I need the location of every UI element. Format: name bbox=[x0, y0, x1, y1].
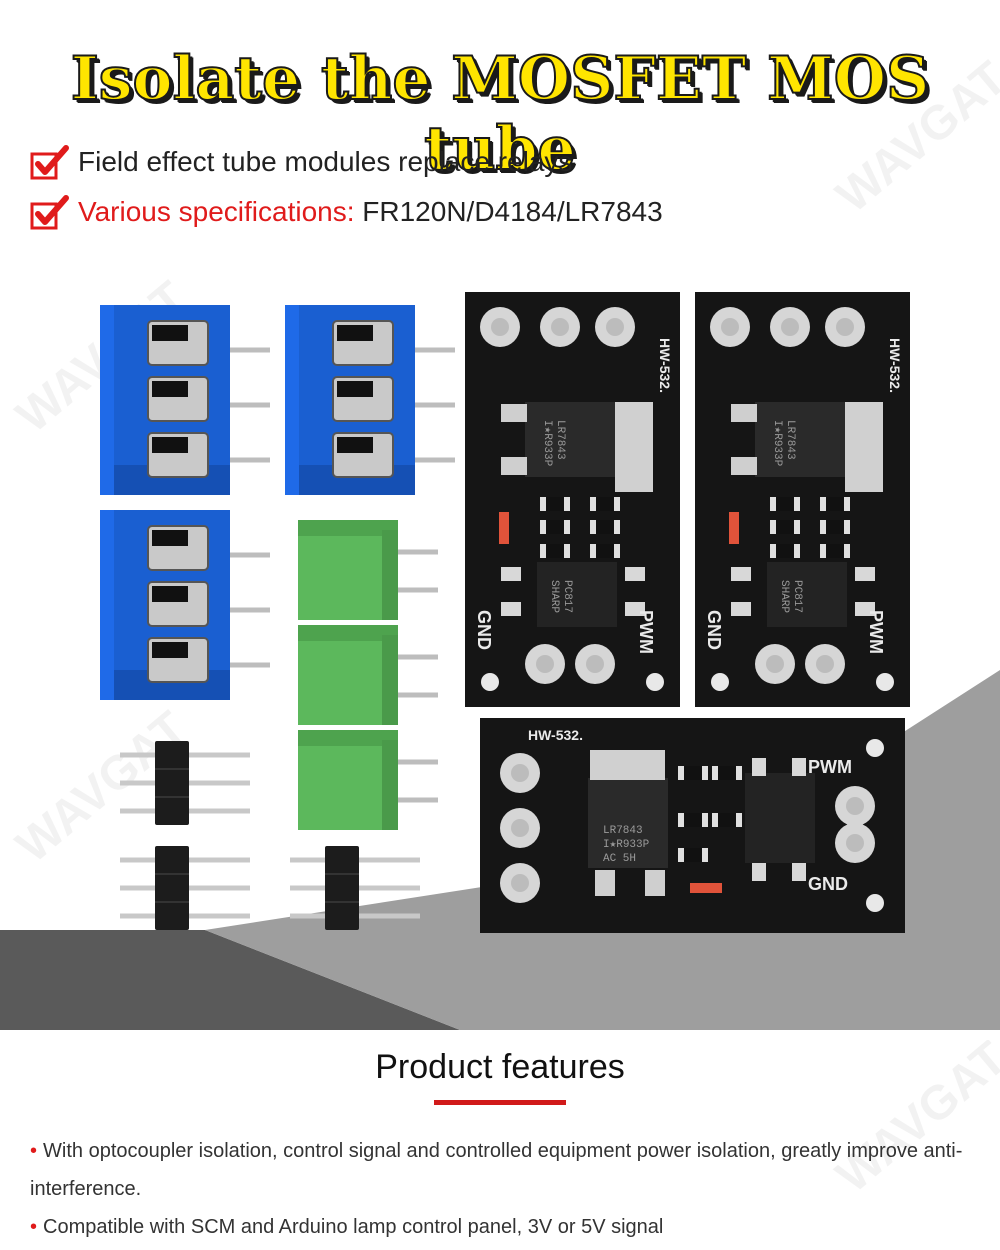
board-2-opto-label: PC817 bbox=[791, 580, 803, 613]
board-3-model: HW-532. bbox=[528, 727, 583, 743]
bullet-icon: • bbox=[30, 1216, 38, 1238]
board-3-gnd-label: GND bbox=[808, 874, 848, 894]
board-1-chip-label: LR7843 bbox=[554, 420, 566, 460]
board-1-opto-label: PC817 bbox=[561, 580, 573, 613]
page-title: Isolate the MOSFET MOS tube bbox=[70, 43, 931, 185]
board-1-model: HW-532. bbox=[657, 338, 673, 393]
feature-line-2: Various specifications: FR120N/D4184/LR7… bbox=[30, 192, 663, 232]
feature-item-1-text: With optocoupler isolation, control sign… bbox=[30, 1140, 963, 1200]
board-1-pwm-label: PWM bbox=[636, 610, 656, 654]
feature-line-1-text: Field effect tube modules replace relays bbox=[78, 146, 573, 177]
board-2-pwm-label: PWM bbox=[866, 610, 886, 654]
board-3-chip-code: I★R933P bbox=[603, 839, 650, 851]
product-photo: HW-532. HW-532. HW-532. GND PWM GND PWM … bbox=[0, 292, 910, 933]
board-3-pwm-label: PWM bbox=[808, 757, 852, 777]
features-divider bbox=[434, 1100, 566, 1105]
checkmark-icon bbox=[30, 195, 69, 230]
feature-item-1: •With optocoupler isolation, control sig… bbox=[30, 1132, 975, 1208]
board-2-model: HW-532. bbox=[887, 338, 903, 393]
board-2-opto-brand: SHARP bbox=[778, 580, 790, 613]
board-3-chip-sub: AC 5H bbox=[603, 853, 636, 865]
board-1-opto-brand: SHARP bbox=[548, 580, 560, 613]
background-shapes bbox=[0, 670, 1000, 1030]
bullet-icon: • bbox=[30, 1140, 38, 1162]
feature-item-2: •Compatible with SCM and Arduino lamp co… bbox=[30, 1208, 975, 1246]
features-title: Product features bbox=[375, 1048, 625, 1086]
board-1-chip-code: I★R933P bbox=[541, 420, 553, 467]
board-1-gnd-label: GND bbox=[474, 610, 494, 650]
feature-line-1: Field effect tube modules replace relays bbox=[30, 142, 572, 182]
spec-label: Various specifications: bbox=[78, 196, 355, 227]
checkmark-icon bbox=[30, 145, 69, 180]
board-2-gnd-label: GND bbox=[704, 610, 724, 650]
board-2-chip-label: LR7843 bbox=[784, 420, 796, 460]
board-2-chip-code: I★R933P bbox=[771, 420, 783, 467]
spec-value: FR120N/D4184/LR7843 bbox=[354, 196, 663, 227]
feature-item-2-text: Compatible with SCM and Arduino lamp con… bbox=[43, 1216, 664, 1238]
board-3-chip-label: LR7843 bbox=[603, 825, 643, 837]
